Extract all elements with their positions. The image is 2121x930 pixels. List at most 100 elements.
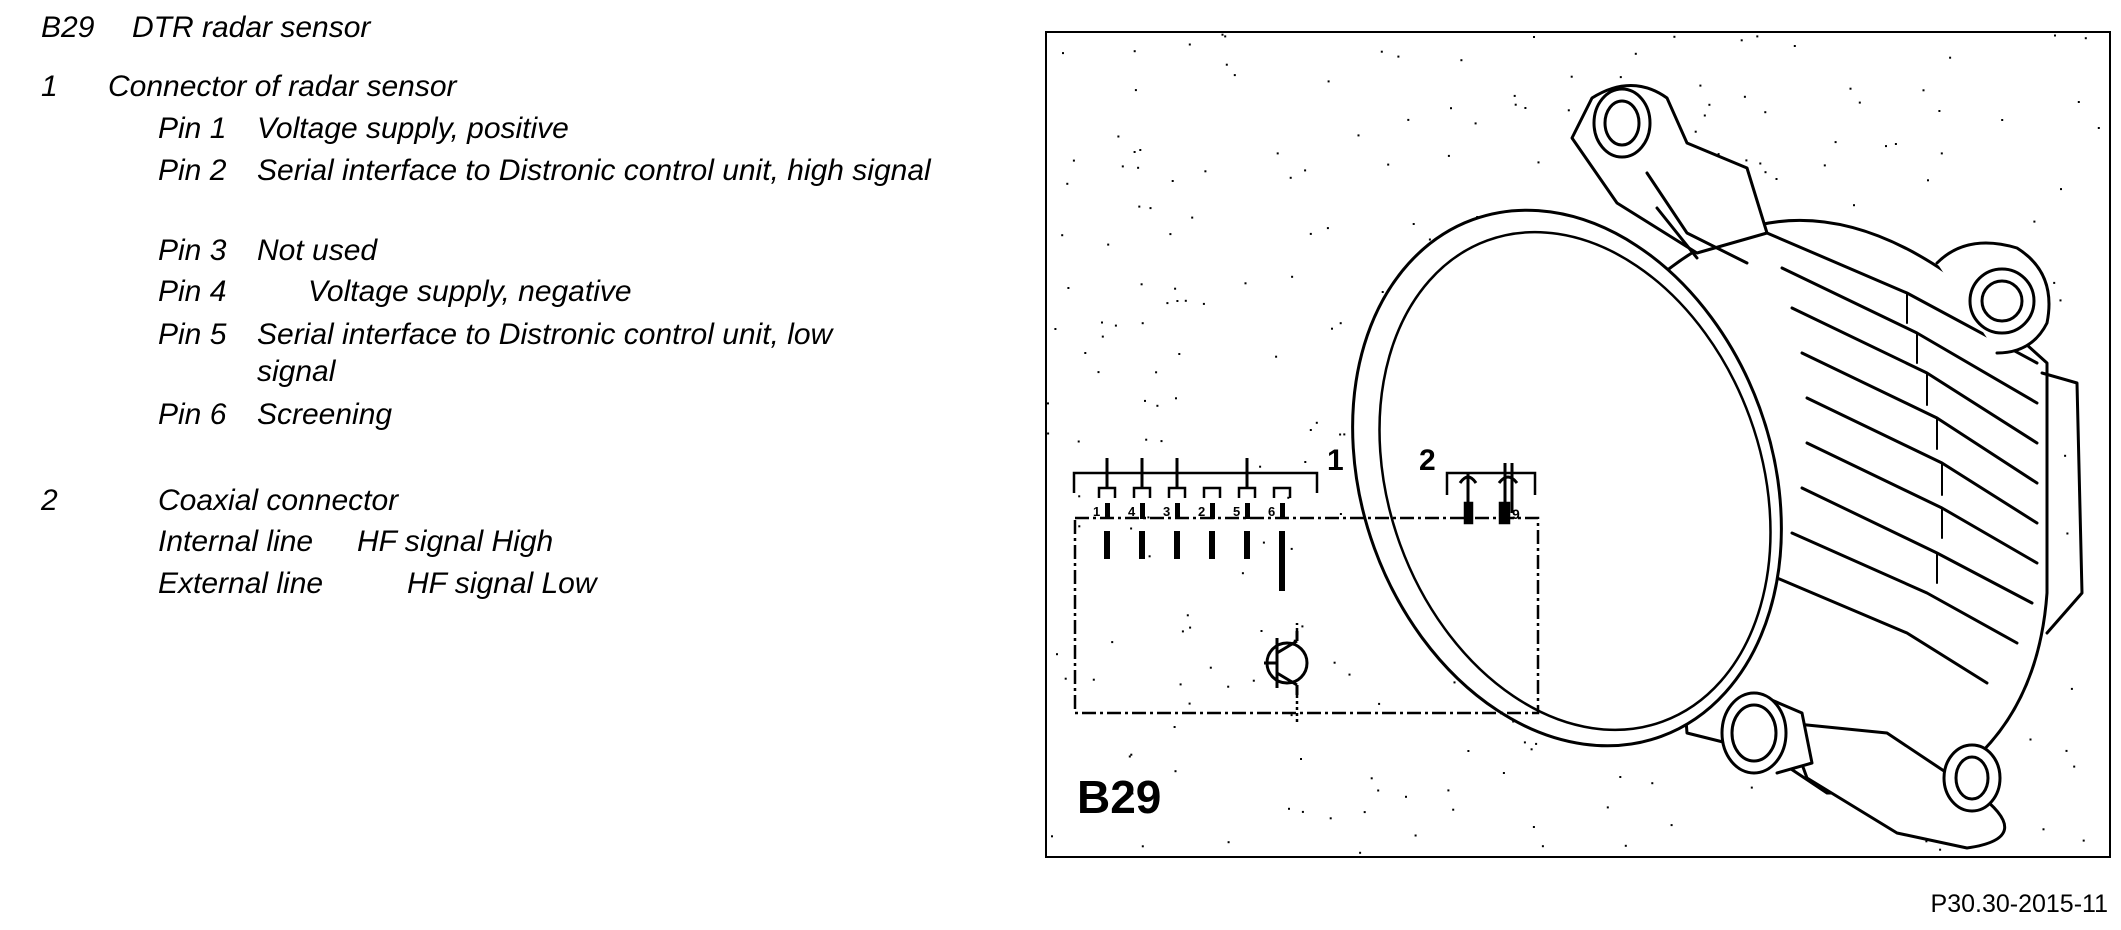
speckle-dot	[1533, 36, 1535, 38]
item-title-1: Connector of radar sensor	[108, 70, 457, 103]
line-desc-external: HF signal Low	[407, 567, 597, 600]
pin-number-label: 6	[1268, 504, 1275, 519]
speckle-dot	[1467, 750, 1470, 752]
speckle-dot	[1834, 141, 1837, 144]
speckle-dot	[1066, 182, 1069, 185]
speckle-dot	[1756, 35, 1759, 38]
speckle-dot	[1453, 681, 1456, 684]
speckle-dot	[1064, 677, 1067, 680]
speckle-dot	[2059, 299, 2062, 302]
speckle-dot	[1051, 835, 1053, 838]
pin-signal-mark	[1279, 531, 1285, 591]
speckle-dot	[1740, 39, 1743, 42]
speckle-dot	[1289, 176, 1292, 179]
speckle-dot	[1260, 630, 1263, 632]
speckle-dot	[2097, 127, 2100, 129]
speckle-dot	[1166, 302, 1169, 305]
speckle-dot	[1188, 43, 1191, 46]
pin-label-1: Pin 1	[158, 112, 227, 145]
speckle-dot	[1189, 626, 1192, 629]
speckle-dot	[1717, 153, 1720, 156]
speckle-dot	[1290, 714, 1293, 717]
speckle-dot	[1939, 848, 1942, 851]
speckle-dot	[1137, 166, 1140, 169]
speckle-dot	[1174, 770, 1177, 773]
speckle-dot	[1287, 496, 1290, 499]
pin-header	[1132, 486, 1152, 498]
speckle-dot	[1339, 433, 1342, 436]
speckle-dot	[1927, 179, 1929, 182]
speckle-dot	[2001, 119, 2004, 121]
speckle-dot	[1188, 702, 1191, 705]
speckle-dot	[1101, 335, 1104, 338]
speckle-dot	[1130, 527, 1133, 530]
speckle-dot	[1301, 810, 1304, 813]
pin-header	[1097, 486, 1117, 498]
speckle-dot	[2066, 532, 2069, 535]
speckle-dot	[1357, 134, 1360, 137]
speckle-dot	[1149, 207, 1152, 210]
speckle-dot	[1327, 80, 1330, 83]
speckle-dot	[1078, 525, 1081, 528]
pin-desc-2: Serial interface to Distronic control un…	[257, 154, 931, 187]
pin-number-label: 5	[1233, 504, 1240, 519]
speckle-dot	[1333, 661, 1336, 664]
speckle-dot	[1184, 299, 1187, 302]
speckle-dot	[1885, 145, 1887, 148]
speckle-dot	[2033, 220, 2036, 223]
speckle-dot	[1186, 614, 1189, 617]
speckle-dot	[1259, 465, 1262, 468]
pin-contact	[1245, 503, 1250, 519]
component-code: B29	[41, 11, 95, 44]
speckle-dot	[1938, 110, 1941, 112]
speckle-dot	[1949, 56, 1952, 59]
speckle-dot	[1708, 103, 1711, 106]
speckle-dot	[2064, 454, 2067, 457]
speckle-dot	[1315, 421, 1318, 424]
speckle-dot	[1378, 702, 1381, 705]
pin-desc-3: Not used	[257, 234, 378, 267]
pin-header	[1167, 486, 1187, 498]
speckle-dot	[1304, 169, 1307, 172]
speckle-dot	[1233, 74, 1236, 77]
speckle-dot	[1084, 352, 1087, 354]
speckle-dot	[1452, 808, 1455, 811]
pin-signal-mark	[1104, 531, 1110, 559]
speckle-dot	[1619, 776, 1622, 778]
speckle-dot	[1171, 180, 1174, 182]
speckle-dot	[1750, 786, 1753, 789]
speckle-dot	[1370, 777, 1373, 780]
connector-schematic	[1072, 458, 1540, 723]
speckle-dot	[1144, 399, 1146, 402]
speckle-dot	[2042, 828, 2045, 831]
speckle-dot	[1412, 223, 1415, 225]
pin-desc-5: Serial interface to Distronic control un…	[257, 318, 833, 388]
speckle-dot	[1202, 302, 1205, 305]
speckle-dot	[1309, 429, 1312, 431]
speckle-dot	[1244, 282, 1247, 285]
speckle-dot	[1567, 109, 1570, 112]
line-label-external: External line	[158, 567, 324, 600]
speckle-dot	[1745, 159, 1748, 162]
speckle-dot	[1133, 151, 1136, 153]
speckle-dot	[1111, 641, 1114, 644]
speckle-dot	[1694, 130, 1697, 133]
speckle-dot	[1329, 817, 1332, 820]
speckle-dot	[1300, 758, 1302, 760]
speckle-dot	[1524, 107, 1527, 109]
speckle-dot	[1117, 135, 1120, 138]
speckle-dot	[1288, 807, 1290, 810]
pin-signal-mark	[1209, 531, 1215, 559]
connector1-label: 1	[1327, 444, 1344, 477]
speckle-dot	[1326, 227, 1329, 230]
speckle-dot	[1209, 666, 1212, 669]
speckle-dot	[1450, 107, 1452, 110]
pin-desc-6: Screening	[257, 398, 393, 431]
item-number-1: 1	[41, 70, 58, 103]
pin-headers	[1097, 458, 1292, 498]
speckle-dot	[1072, 159, 1075, 162]
speckle-dot	[1460, 59, 1463, 62]
speckle-dot	[1535, 742, 1538, 745]
speckle-dot	[1056, 653, 1058, 656]
speckle-dot	[2060, 188, 2062, 191]
